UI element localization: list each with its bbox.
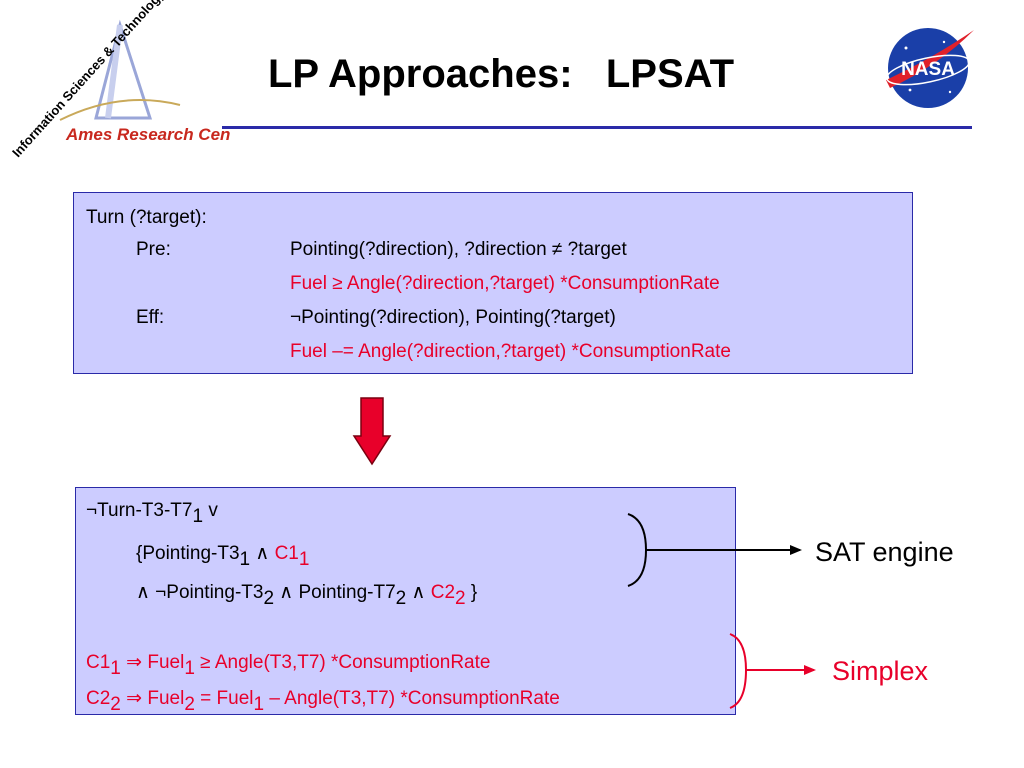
sat-bracket-arrow (627, 513, 802, 587)
down-arrow-icon (352, 397, 392, 466)
sat-engine-label: SAT engine (815, 537, 954, 567)
eff-line-2: Fuel –= Angle(?direction,?target) *Consu… (290, 341, 731, 362)
logo-center-text: Ames Research Center (65, 125, 230, 144)
simplex-label: Simplex (832, 656, 929, 686)
pre-line-1: Pointing(?direction), ?direction ≠ ?targ… (290, 239, 627, 260)
ames-research-center-logo: Information Sciences & Technology Ames R… (9, 0, 230, 160)
encoding-line-2: {Pointing-T31 ∧ C11 (136, 543, 310, 570)
nasa-logo-text: NASA (901, 59, 955, 80)
action-head: Turn (?target): (86, 207, 207, 228)
encoding-line-5: C22 ⇒ Fuel2 = Fuel1 – Angle(T3,T7) *Cons… (86, 688, 560, 715)
pre-line-2: Fuel ≥ Angle(?direction,?target) *Consum… (290, 273, 720, 294)
encoding-box (75, 487, 736, 715)
encoding-line-1: ¬Turn-T3-T71 v (86, 500, 218, 527)
eff-line-1: ¬Pointing(?direction), Pointing(?target) (290, 307, 616, 328)
title-divider (222, 126, 972, 129)
nasa-logo: NASA (886, 28, 974, 108)
pre-label: Pre: (136, 239, 171, 260)
simplex-bracket-arrow (729, 633, 816, 709)
encoding-line-3: ∧ ¬Pointing-T32 ∧ Pointing-T72 ∧ C22 } (136, 582, 478, 609)
page-title: LP Approaches: LPSAT (268, 52, 734, 96)
action-definition-box (73, 192, 913, 374)
eff-label: Eff: (136, 307, 165, 328)
encoding-line-4: C11 ⇒ Fuel1 ≥ Angle(T3,T7) *ConsumptionR… (86, 652, 491, 679)
